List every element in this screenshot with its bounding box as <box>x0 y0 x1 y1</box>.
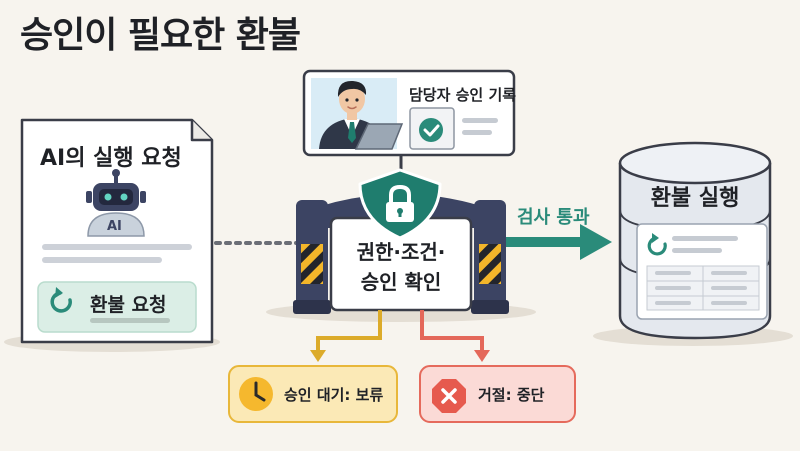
request-doc-title: AI의 실행 요청 <box>40 146 182 171</box>
pending-outcome-box <box>228 365 398 423</box>
clock-icon <box>239 377 273 411</box>
reject-arrowhead <box>474 350 490 362</box>
check-circle-icon <box>419 118 443 142</box>
pass-arrow <box>506 224 612 260</box>
x-octagon-icon <box>432 379 466 413</box>
refresh-icon <box>647 233 667 256</box>
robot-badge-label: AI <box>107 219 122 234</box>
pending-outcome-label: 승인 대기: 보류 <box>284 386 384 404</box>
refund-database <box>593 141 793 346</box>
robot-icon <box>86 169 146 237</box>
refund-request-item <box>37 281 197 333</box>
manager-record-label: 담당자 승인 기록 <box>409 86 517 104</box>
pass-label: 검사 통과 <box>517 207 590 228</box>
request-text-lines <box>42 244 192 263</box>
manager-with-laptop-icon <box>311 78 404 150</box>
page-title: 승인이 필요한 환불 <box>20 15 301 56</box>
gate-check-line-1: 권한·조건· <box>356 240 446 264</box>
refund-request-label: 환불 요청 <box>90 294 167 316</box>
refresh-icon <box>50 287 72 313</box>
database-label: 환불 실행 <box>650 186 740 211</box>
approval-gate <box>266 194 536 322</box>
gate-check-line-2: 승인 확인 <box>360 270 442 294</box>
pending-arrowhead <box>310 350 326 362</box>
reject-outcome-label: 거절: 중단 <box>478 386 545 404</box>
shield-lock-icon <box>358 168 442 240</box>
pending-connector <box>316 310 382 352</box>
reject-connector <box>420 310 484 352</box>
